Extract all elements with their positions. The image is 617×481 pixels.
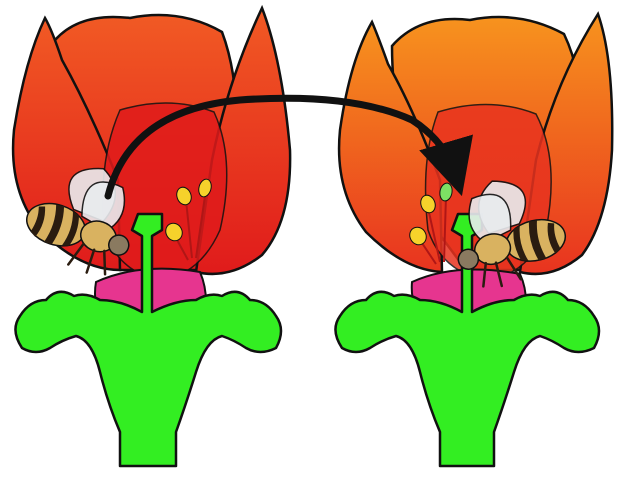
left-flower [13, 8, 290, 466]
right-flower [335, 14, 612, 466]
